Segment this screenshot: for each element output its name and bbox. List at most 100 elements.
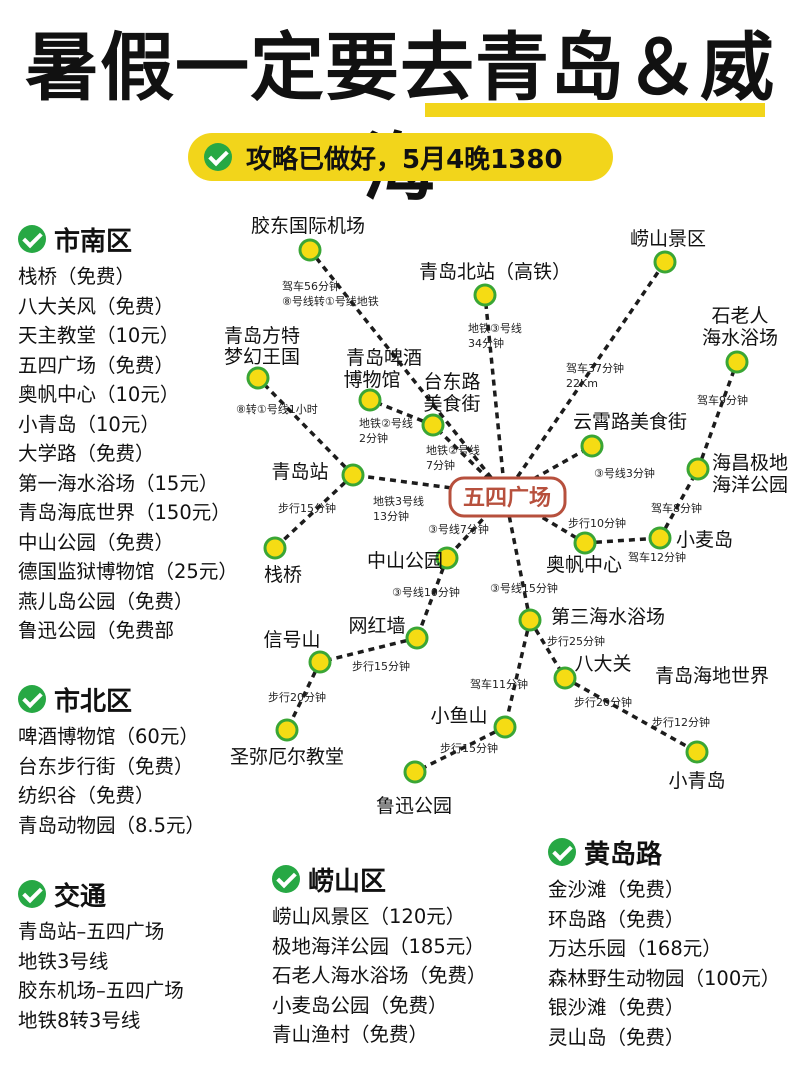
label-north-station: 青岛北站（高铁） bbox=[419, 261, 571, 283]
center-box bbox=[448, 476, 567, 518]
label-shilaoren-1: 石老人 bbox=[711, 305, 768, 327]
section-list: 栈桥（免费） 八大关风（免费） 天主教堂（10元） 五四广场（免费） 奥帆中心（… bbox=[18, 262, 238, 646]
section-header: 市南区 bbox=[18, 222, 238, 257]
node-third-beach bbox=[518, 608, 542, 632]
section-laoshan: 崂山区 崂山风景区（120元） 极地海洋公园（185元） 石老人海水浴场（免费）… bbox=[272, 862, 487, 1050]
route-label: 驾车37分钟 bbox=[566, 361, 624, 375]
label-beer-2: 博物馆 bbox=[343, 369, 400, 391]
route-label: 步行20分钟 bbox=[574, 695, 632, 709]
route-line-xiaomai bbox=[584, 536, 661, 545]
label-taidong-1: 台东路 bbox=[423, 371, 480, 393]
list-item: 胶东机场–五四广场 bbox=[18, 979, 184, 1002]
list-item: 银沙滩（免费） bbox=[548, 996, 685, 1019]
node-taidong bbox=[421, 413, 445, 437]
node-beer-museum bbox=[358, 388, 382, 412]
list-item: 纺织谷（免费） bbox=[18, 784, 155, 807]
route-line-church bbox=[285, 661, 322, 731]
list-item: 八大关风（免费） bbox=[18, 294, 175, 318]
list-item: 青山渔村（免费） bbox=[272, 1023, 429, 1046]
route-label: 2分钟 bbox=[359, 431, 388, 445]
section-title: 黄岛路 bbox=[584, 839, 663, 870]
route-label: 步行15分钟 bbox=[440, 741, 498, 755]
label-church: 圣弥厄尔教堂 bbox=[230, 746, 344, 768]
list-item: 第一海水浴场（15元） bbox=[18, 471, 219, 495]
list-item: 极地海洋公园（185元） bbox=[272, 934, 485, 958]
label-fantawild-2: 梦幻王国 bbox=[224, 346, 300, 368]
label-shilaoren-2: 海水浴场 bbox=[702, 327, 778, 349]
list-item: 鲁迅公园（免费部 bbox=[18, 619, 175, 642]
route-label: 13分钟 bbox=[373, 509, 409, 523]
section-header: 市北区 bbox=[18, 682, 205, 717]
list-item: 青岛海底世界（150元） bbox=[18, 501, 231, 524]
node-airport bbox=[298, 238, 322, 262]
section-huangdao: 黄岛路 金沙滩（免费） 环岛路（免费） 万达乐园（168元） 森林野生动物园（1… bbox=[548, 835, 780, 1052]
node-church bbox=[275, 718, 299, 742]
route-label: ③号线15分钟 bbox=[490, 581, 558, 595]
section-list: 青岛站–五四广场 地铁3号线 胶东机场–五四广场 地铁8转3号线 bbox=[18, 917, 184, 1035]
list-item: 台东步行街（免费） bbox=[18, 754, 194, 778]
section-shibei: 市北区 啤酒博物馆（60元） 台东步行街（免费） 纺织谷（免费） 青岛动物园（8… bbox=[18, 682, 205, 840]
route-label: 步行15分钟 bbox=[278, 501, 336, 515]
route-label: 步行20分钟 bbox=[268, 690, 326, 704]
node-polar bbox=[686, 457, 710, 481]
list-item: 天主教堂（10元） bbox=[18, 324, 180, 347]
route-line-xiaoyu bbox=[503, 619, 532, 728]
route-label: 驾车12分钟 bbox=[628, 550, 686, 564]
check-icon bbox=[18, 685, 46, 713]
label-zhongshan: 中山公园 bbox=[367, 550, 443, 572]
label-yunxiao: 云霄路美食街 bbox=[573, 411, 687, 433]
check-icon bbox=[272, 865, 300, 893]
route-line-polar bbox=[658, 468, 700, 539]
label-badaguan: 八大关 bbox=[574, 653, 631, 675]
node-wanghong bbox=[405, 626, 429, 650]
node-fantawild bbox=[246, 366, 270, 390]
list-item: 崂山风景区（120元） bbox=[272, 905, 466, 928]
node-badaguan bbox=[553, 666, 577, 690]
section-shinan: 市南区 栈桥（免费） 八大关风（免费） 天主教堂（10元） 五四广场（免费） 奥… bbox=[18, 222, 238, 646]
label-underwater: 青岛海地世界 bbox=[655, 665, 769, 687]
node-signal bbox=[308, 650, 332, 674]
label-olympic: 奥帆中心 bbox=[546, 554, 622, 576]
section-list: 崂山风景区（120元） 极地海洋公园（185元） 石老人海水浴场（免费） 小麦岛… bbox=[272, 902, 487, 1050]
route-line-airport bbox=[308, 248, 507, 497]
route-line-luxun bbox=[414, 725, 506, 774]
center-label: 五四广场 bbox=[463, 485, 551, 511]
section-title: 崂山区 bbox=[308, 866, 387, 897]
label-xiaomai: 小麦岛 bbox=[676, 529, 733, 551]
label-polar-2: 海洋公园 bbox=[712, 474, 788, 496]
route-label: 7分钟 bbox=[426, 458, 455, 472]
label-fantawild-1: 青岛方特 bbox=[224, 325, 300, 347]
label-wanghong: 网红墙 bbox=[348, 615, 405, 637]
route-label: 步行12分钟 bbox=[652, 715, 710, 729]
list-item: 石老人海水浴场（免费） bbox=[272, 964, 487, 987]
check-icon bbox=[548, 838, 576, 866]
node-shilaoren bbox=[725, 350, 749, 374]
node-luxun bbox=[403, 760, 427, 784]
list-item: 小青岛（10元） bbox=[18, 412, 160, 436]
check-icon bbox=[204, 143, 232, 171]
list-item: 森林野生动物园（100元） bbox=[548, 966, 781, 990]
list-item: 灵山岛（免费） bbox=[548, 1025, 685, 1049]
route-label: 地铁③号线 bbox=[468, 321, 522, 335]
node-olympic bbox=[573, 531, 597, 555]
check-icon bbox=[18, 880, 46, 908]
place-labels: 胶东国际机场 青岛北站（高铁） 崂山景区 石老人 海水浴场 青岛方特 梦幻王国 … bbox=[224, 215, 788, 817]
label-signal: 信号山 bbox=[263, 629, 320, 651]
label-beer-1: 青岛啤酒 bbox=[346, 347, 422, 369]
route-label: 步行25分钟 bbox=[547, 634, 605, 648]
section-title: 市北区 bbox=[54, 686, 133, 717]
route-line-shilaoren bbox=[696, 361, 739, 470]
route-label: ③号线10分钟 bbox=[392, 585, 460, 599]
label-station: 青岛站 bbox=[271, 461, 328, 483]
map-nodes bbox=[246, 238, 749, 784]
list-item: 地铁8转3号线 bbox=[18, 1008, 141, 1032]
section-title: 市南区 bbox=[54, 226, 133, 257]
subtitle-pill: 攻略已做好，5月4晚1380 bbox=[188, 133, 613, 181]
route-label: 驾车56分钟 bbox=[282, 279, 340, 293]
route-line-fantawild bbox=[256, 376, 355, 477]
route-label: ③号线7分钟 bbox=[428, 522, 489, 536]
node-yunxiao bbox=[580, 434, 604, 458]
title-highlight bbox=[425, 103, 765, 117]
route-line-xiaoqing bbox=[564, 676, 698, 754]
